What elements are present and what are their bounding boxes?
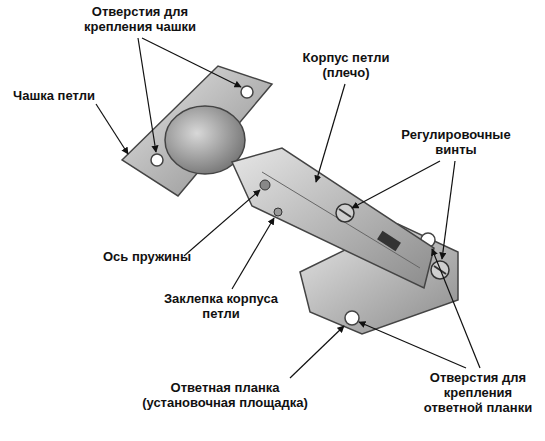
- part-label: Ось пружины: [92, 249, 202, 264]
- part-label: Чашка петли: [4, 88, 104, 103]
- part-label: Отверстия для крепления ответной планки: [416, 370, 540, 415]
- part-label: Ответная планка (установочная площадка): [130, 380, 320, 410]
- part-label: Заклепка корпуса петли: [163, 291, 279, 321]
- part-label: Корпус петли (плечо): [290, 50, 402, 80]
- part-label: Отверстия для крепления чашки: [75, 4, 205, 34]
- part-label: Регулировочные винты: [392, 127, 520, 157]
